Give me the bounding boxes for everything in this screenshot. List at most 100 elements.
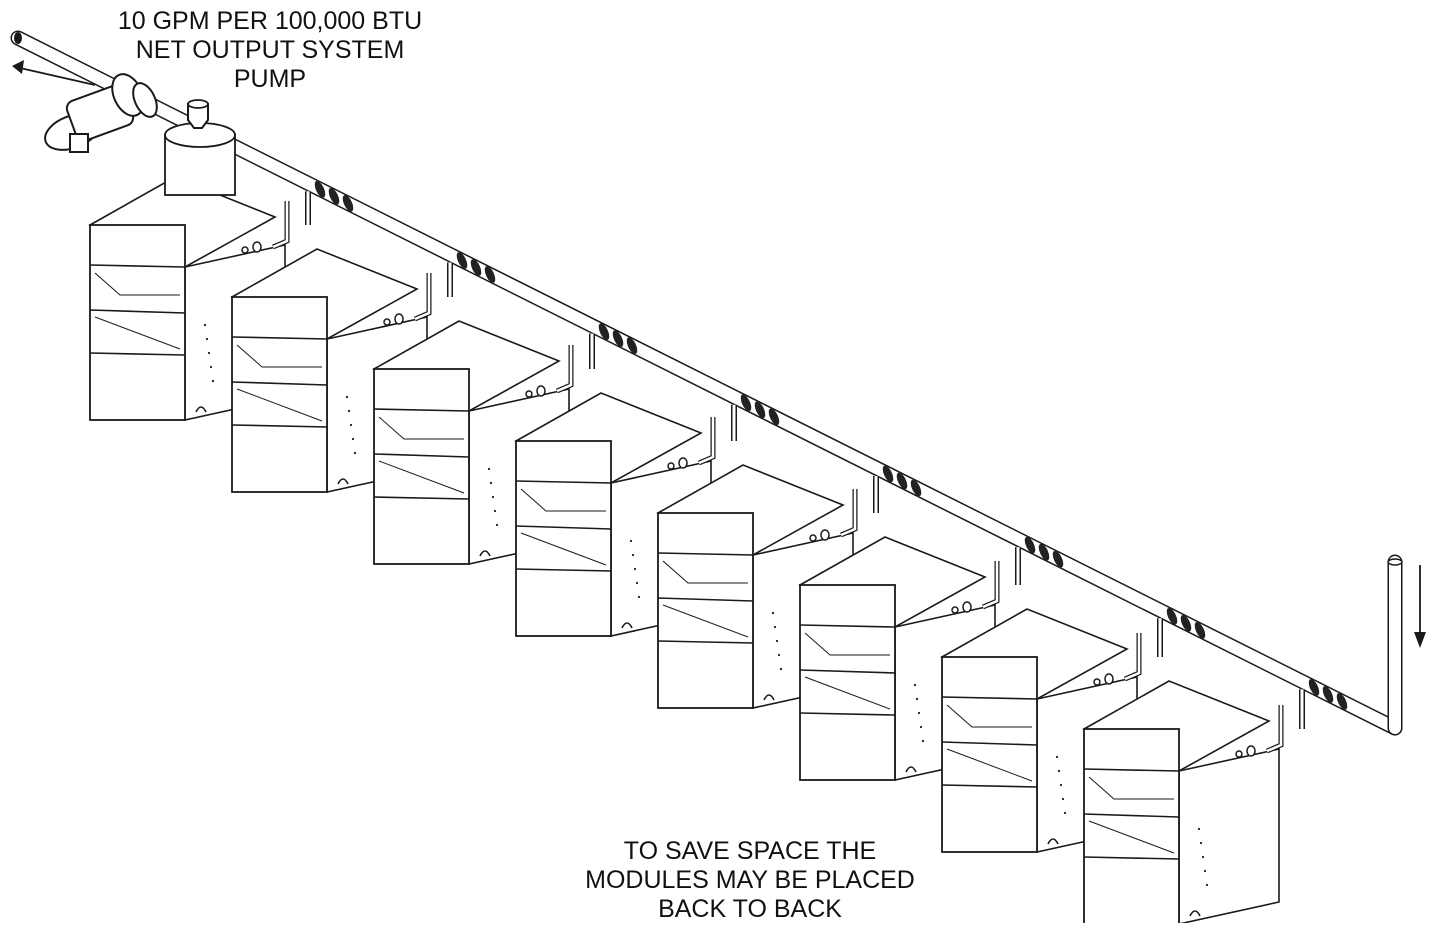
rivet-dot: [1063, 811, 1067, 815]
rivet-dot: [779, 667, 783, 671]
pump-note-line-3: PUMP: [233, 65, 307, 93]
front-inset: [804, 632, 890, 656]
front-seam-2: [1083, 813, 1180, 818]
placement-note-line-3: BACK TO BACK: [658, 895, 842, 923]
front-seam-3: [941, 784, 1038, 788]
front-seam-3: [89, 352, 186, 356]
front-seam-1: [373, 408, 470, 412]
rivet-dot: [633, 567, 637, 571]
side-port: [951, 606, 959, 614]
base-notch: [479, 550, 491, 557]
rivet-dot: [487, 467, 491, 471]
placement-note-line-1: TO SAVE SPACE THE: [623, 837, 877, 865]
rivet-dot: [629, 539, 633, 543]
supply-connector: [1124, 633, 1142, 682]
header-end: [14, 32, 22, 44]
placement-note-line-2: MODULES MAY BE PLACED: [585, 866, 915, 894]
rivet-dot: [493, 509, 497, 513]
front-seam-2: [657, 597, 754, 602]
pipe-coupling: [456, 252, 468, 269]
pipe-coupling: [1180, 614, 1192, 632]
rivet-dot: [1061, 797, 1065, 801]
flow-arrows: [12, 60, 1426, 648]
rivet-dot: [209, 365, 213, 369]
module-front: [515, 440, 612, 637]
rivet-dot: [1199, 841, 1203, 845]
riser-end: [1387, 558, 1403, 566]
supply-connector: [1266, 705, 1284, 754]
return-flow-arrow-head: [1414, 632, 1426, 648]
front-seam-1: [515, 480, 612, 484]
base-notch: [1047, 838, 1059, 845]
base-notch: [195, 406, 207, 413]
pipe-coupling: [1308, 679, 1320, 696]
system-pump: [44, 73, 236, 196]
pipe-coupling: [1024, 536, 1036, 554]
module-front: [941, 656, 1038, 853]
side-port: [241, 246, 249, 254]
pipe-coupling: [598, 323, 610, 340]
pipe-coupling: [1166, 607, 1178, 625]
pipe-coupling: [754, 401, 766, 419]
rivet-dot: [1057, 769, 1061, 773]
rivet-dot: [491, 495, 495, 499]
supply-flow-arrow: [19, 67, 96, 86]
pipe-coupling: [1038, 543, 1050, 561]
module-side: [1178, 748, 1280, 925]
pipe-coupling: [328, 188, 340, 205]
front-inset-2: [236, 388, 323, 422]
header-pipe-fill: [12, 32, 1401, 734]
supply-connector-fill: [982, 561, 999, 609]
front-seam-1: [1083, 768, 1180, 772]
rivet-dot: [1055, 755, 1059, 759]
side-port: [525, 390, 533, 398]
air-vent: [187, 99, 209, 109]
pipe-coupling: [1322, 686, 1334, 703]
side-port: [383, 318, 391, 326]
front-inset-2: [804, 676, 891, 710]
supply-connector: [556, 345, 574, 394]
front-seam-3: [657, 640, 754, 644]
rivet-dot: [1059, 783, 1063, 787]
front-seam-2: [799, 669, 896, 674]
pump-note: 10 GPM PER 100,000 BTU NET OUTPUT SYSTEM…: [60, 7, 480, 94]
front-seam-2: [515, 525, 612, 530]
supply-header-pipe: [10, 30, 1403, 736]
pipe-coupling: [768, 408, 780, 426]
pipe-coupling: [484, 266, 496, 283]
rivet-dot: [489, 481, 493, 485]
rivet-dot: [777, 653, 781, 657]
pump-junction-box: [69, 133, 89, 153]
supply-connector: [698, 417, 716, 466]
module-front: [373, 368, 470, 565]
supply-connector-fill: [272, 201, 289, 249]
side-port-2: [252, 241, 262, 253]
rivet-dot: [345, 395, 349, 399]
front-seam-2: [89, 309, 186, 314]
front-seam-2: [941, 741, 1038, 746]
pipe-coupling: [910, 479, 922, 497]
front-inset: [94, 272, 180, 296]
boiler-module-8: [1082, 679, 1348, 925]
base-notch: [1189, 910, 1201, 917]
front-inset: [236, 344, 322, 368]
supply-connector: [414, 273, 432, 322]
supply-connector-fill: [414, 273, 431, 321]
side-port-2: [820, 529, 830, 541]
rivet-dot: [1201, 855, 1205, 859]
rivet-dot: [913, 683, 917, 687]
supply-connector: [840, 489, 858, 538]
pipe-coupling: [882, 465, 894, 483]
side-port-2: [678, 457, 688, 469]
rivet-dot: [347, 409, 351, 413]
pipe-coupling: [1052, 550, 1064, 568]
side-port: [1093, 678, 1101, 686]
rivet-dot: [915, 697, 919, 701]
rivet-dot: [775, 639, 779, 643]
side-port-2: [962, 601, 972, 613]
rivet-dot: [349, 423, 353, 427]
front-inset-2: [1088, 820, 1175, 854]
front-seam-1: [799, 624, 896, 628]
front-inset: [1088, 776, 1174, 800]
